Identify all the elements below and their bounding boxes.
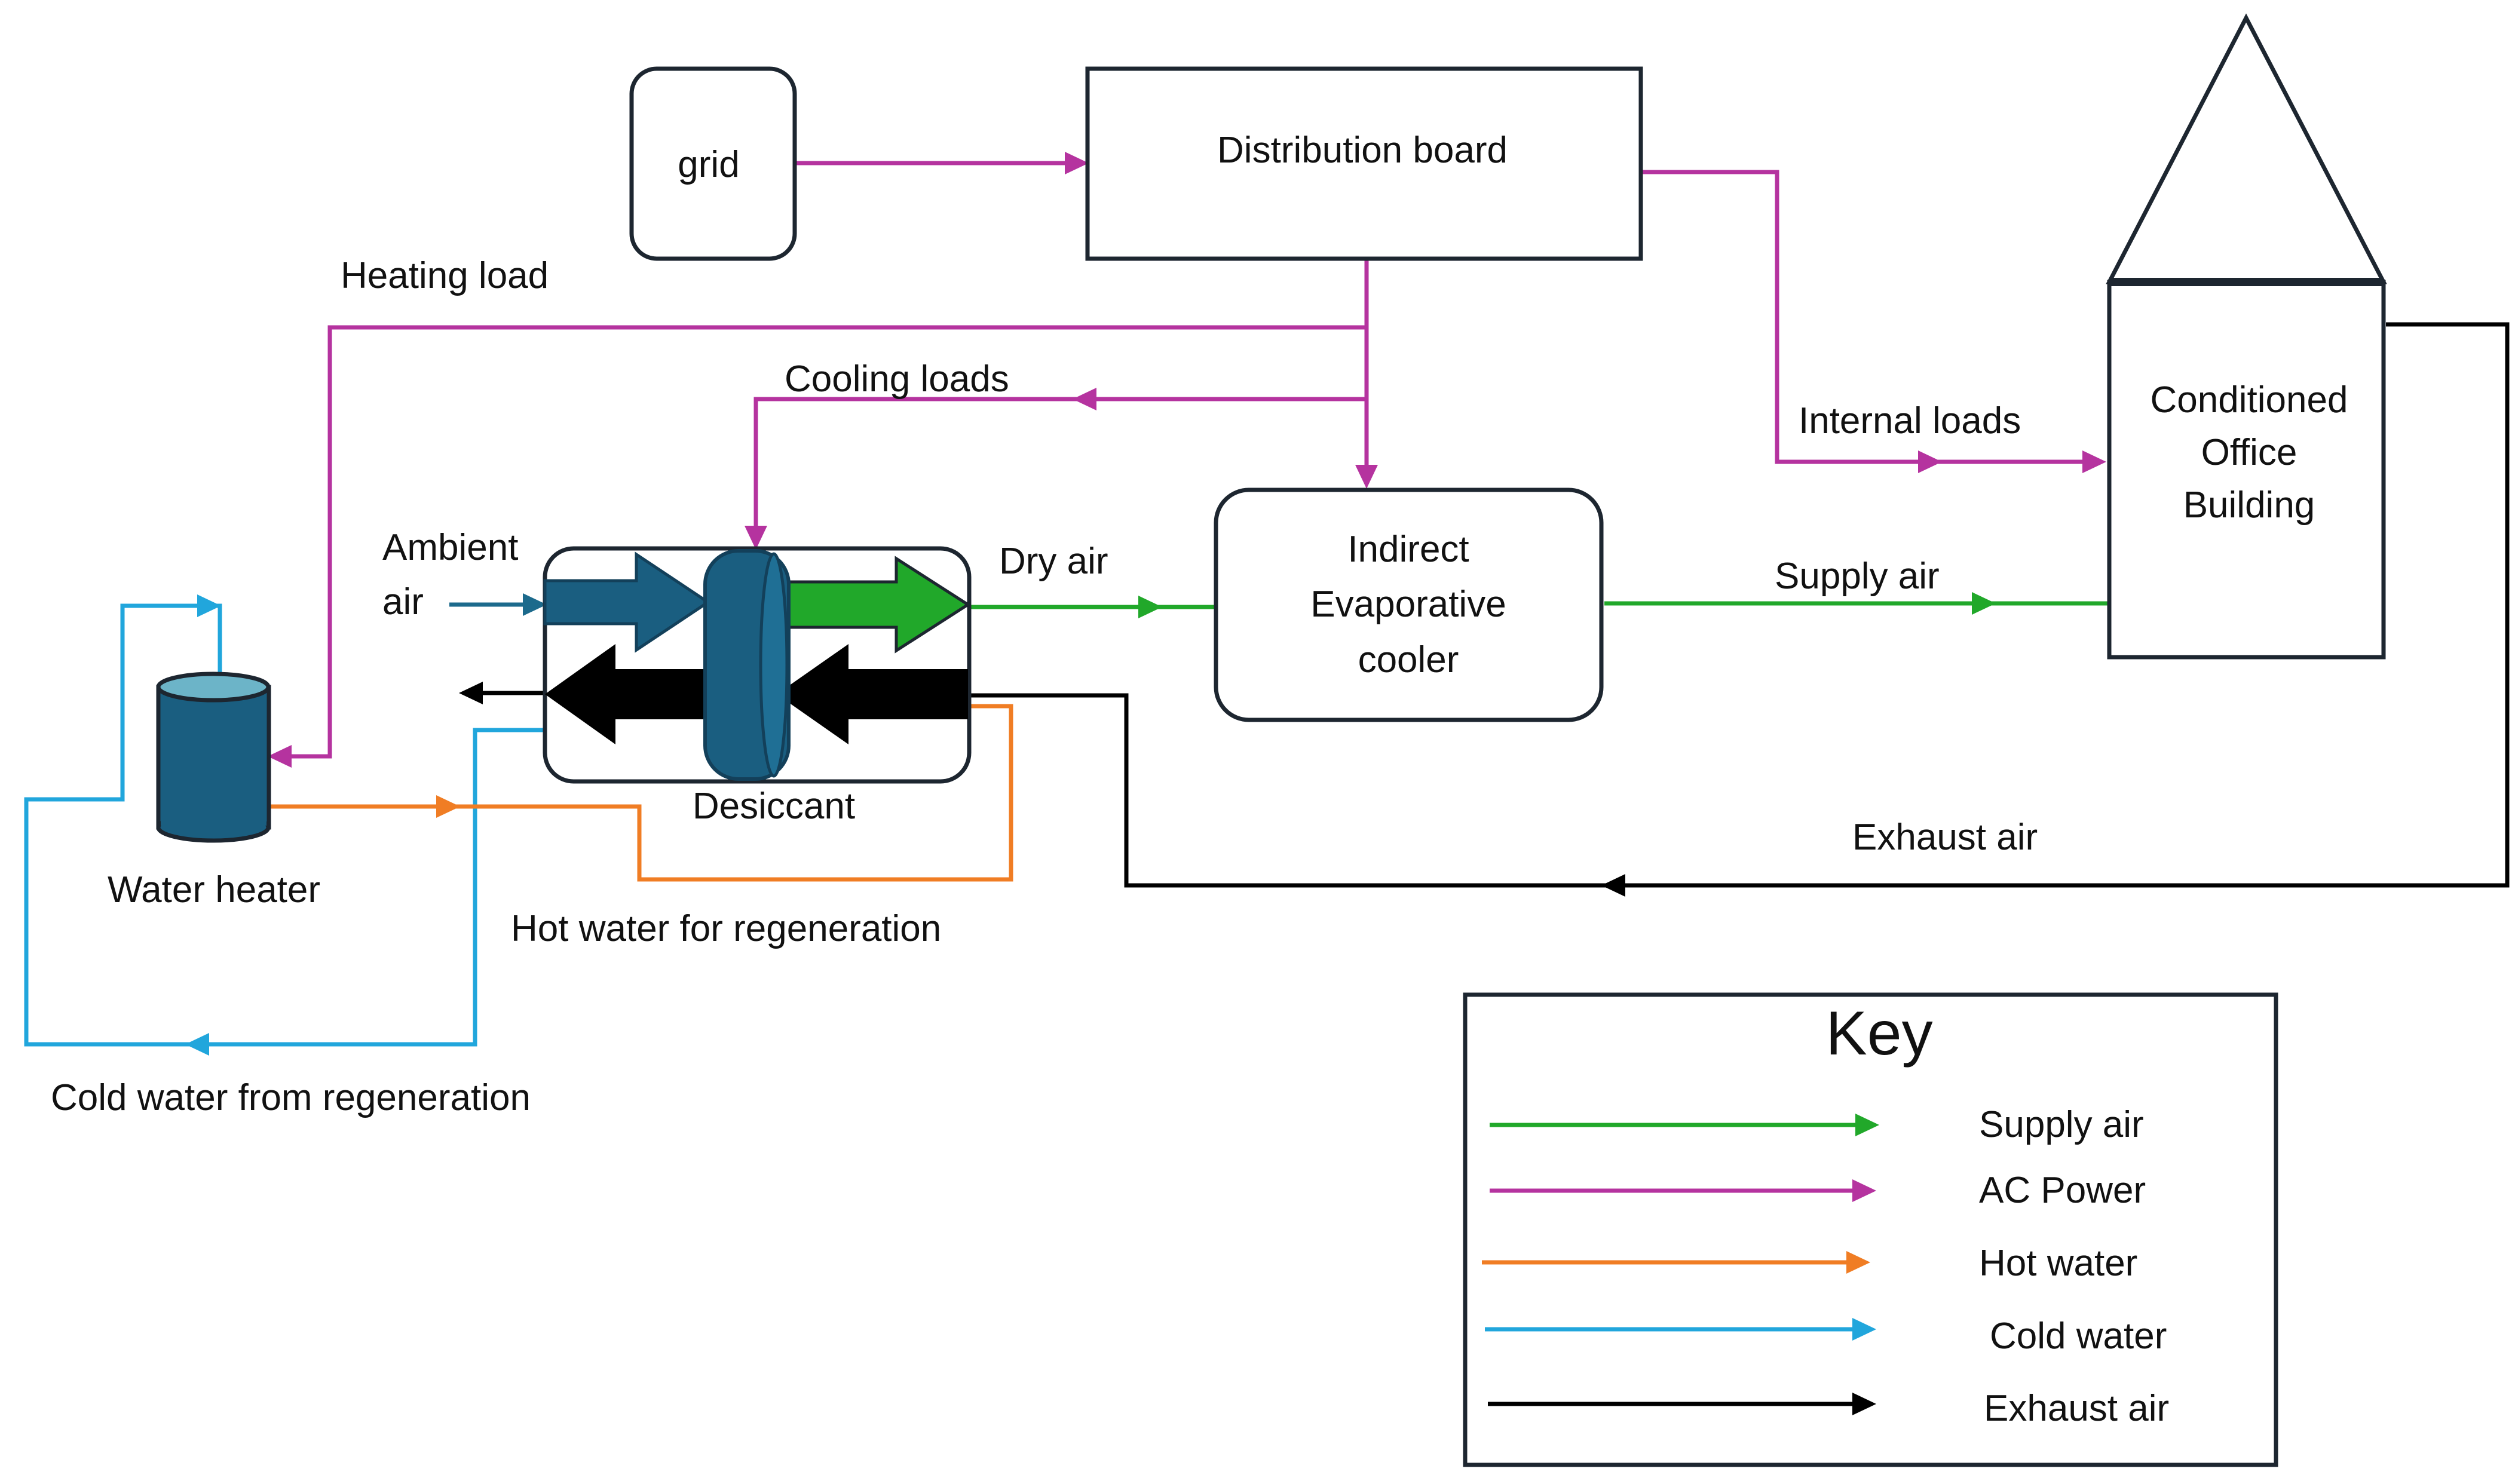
cold-water-return-line: [24, 603, 545, 1047]
desiccant-wheel-face: [759, 552, 789, 778]
legend-cold-water-arrow: [1852, 1318, 1876, 1341]
legend-exhaust-air-label: Exhaust air: [1984, 1388, 2169, 1429]
cold-water-regen-label: Cold water from regeneration: [51, 1077, 531, 1118]
cooler-label-line1: Indirect: [1347, 529, 1469, 570]
legend-hot-water-label: Hot water: [1979, 1243, 2137, 1284]
tank-body-fill: [161, 687, 266, 826]
legend-box: [1463, 992, 2278, 1467]
arrow-ambient-air: [523, 593, 547, 616]
cooler-label-line2: Evaporative: [1310, 584, 1506, 625]
hot-water-arrowheads: [436, 795, 460, 818]
grid-label: grid: [678, 144, 739, 185]
arrow-hot-water: [436, 795, 460, 818]
arrow-cold-return-left: [185, 1033, 209, 1056]
arrow-into-water-heater: [268, 745, 292, 768]
cooler-label-line3: cooler: [1358, 639, 1459, 680]
water-heater-tank: [156, 672, 271, 843]
hot-water-line: [268, 704, 1013, 882]
arrow-into-desiccant: [745, 526, 767, 550]
legend-cold-water-label: Cold water: [1990, 1316, 2167, 1357]
distribution-board-label: Distribution board: [1217, 130, 1508, 171]
exhaust-fat-arrow: [545, 644, 708, 744]
ambient-air-fat-arrow: [543, 551, 711, 653]
arrow-exhaust-mid: [1601, 874, 1625, 897]
arrow-into-cooler: [1355, 465, 1378, 489]
evaporative-cooler-box: [1214, 487, 1604, 722]
heating-load-line: [286, 325, 1367, 759]
legend: Key Supply air AC Power Hot water Cold w…: [1463, 992, 2278, 1467]
exhaust-return-line: [968, 322, 2510, 888]
legend-supply-air-arrow: [1855, 1114, 1879, 1136]
building-label-line3: Building: [2183, 485, 2315, 526]
grid-box: [629, 66, 797, 261]
ac-power-arrowheads: [268, 152, 2106, 768]
supply-air-arrowheads: [1138, 592, 1996, 618]
cold-water-lines: [24, 603, 545, 1047]
arrow-cooling-loads-mid: [1073, 388, 1096, 410]
arrow-into-building: [2082, 450, 2106, 473]
hot-water-regen-label: Hot water for regeneration: [511, 908, 941, 949]
legend-hot-water-arrow: [1846, 1251, 1870, 1274]
legend-ac-power-label: AC Power: [1979, 1170, 2146, 1211]
legend-ac-power-arrow: [1852, 1179, 1876, 1202]
regeneration-fat-arrow: [777, 644, 968, 744]
legend-title: Key: [1825, 999, 1932, 1068]
building-body: [2107, 280, 2386, 660]
arrow-into-board: [1065, 152, 1089, 174]
ambient-air-inlet: [449, 593, 547, 616]
building-roof: [2106, 13, 2387, 284]
office-building: [2106, 13, 2387, 660]
desiccant-label: Desiccant: [693, 786, 855, 827]
exhaust-air-label: Exhaust air: [1852, 817, 2038, 858]
supply-air-label: Supply air: [1775, 556, 1940, 597]
ambient-air-label-line1: Ambient: [382, 527, 518, 568]
desiccant-unit: [543, 546, 972, 784]
cold-water-arrowheads: [185, 594, 221, 1056]
arrow-cold-into-tank: [197, 594, 221, 617]
legend-supply-air-label: Supply air: [1979, 1104, 2144, 1145]
supply-air-lines: [968, 601, 2109, 609]
exhaust-air-arrowheads: [459, 682, 1625, 897]
distribution-board-box: [1085, 66, 1643, 261]
arrow-internal-loads-mid: [1918, 450, 1942, 473]
arrow-supply-air: [1972, 592, 1996, 615]
building-label-line2: Office: [2201, 432, 2297, 473]
ambient-air-label-line2: air: [382, 581, 424, 623]
internal-loads-label: Internal loads: [1799, 400, 2021, 441]
water-heater-label: Water heater: [108, 869, 320, 910]
dry-air-fat-arrow: [778, 556, 971, 654]
arrow-exhaust-out: [459, 682, 483, 704]
hot-water-lines: [268, 704, 1013, 882]
cooling-loads-line: [753, 397, 1367, 536]
exhaust-air-lines: [478, 322, 2510, 888]
legend-exhaust-air-arrow: [1852, 1393, 1876, 1415]
dry-air-label: Dry air: [999, 541, 1108, 582]
arrow-dry-air: [1138, 596, 1162, 618]
heating-load-label: Heating load: [341, 255, 549, 296]
building-label-line1: Conditioned: [2151, 379, 2348, 421]
tank-top: [156, 672, 271, 703]
cooling-loads-label: Cooling loads: [785, 358, 1009, 400]
